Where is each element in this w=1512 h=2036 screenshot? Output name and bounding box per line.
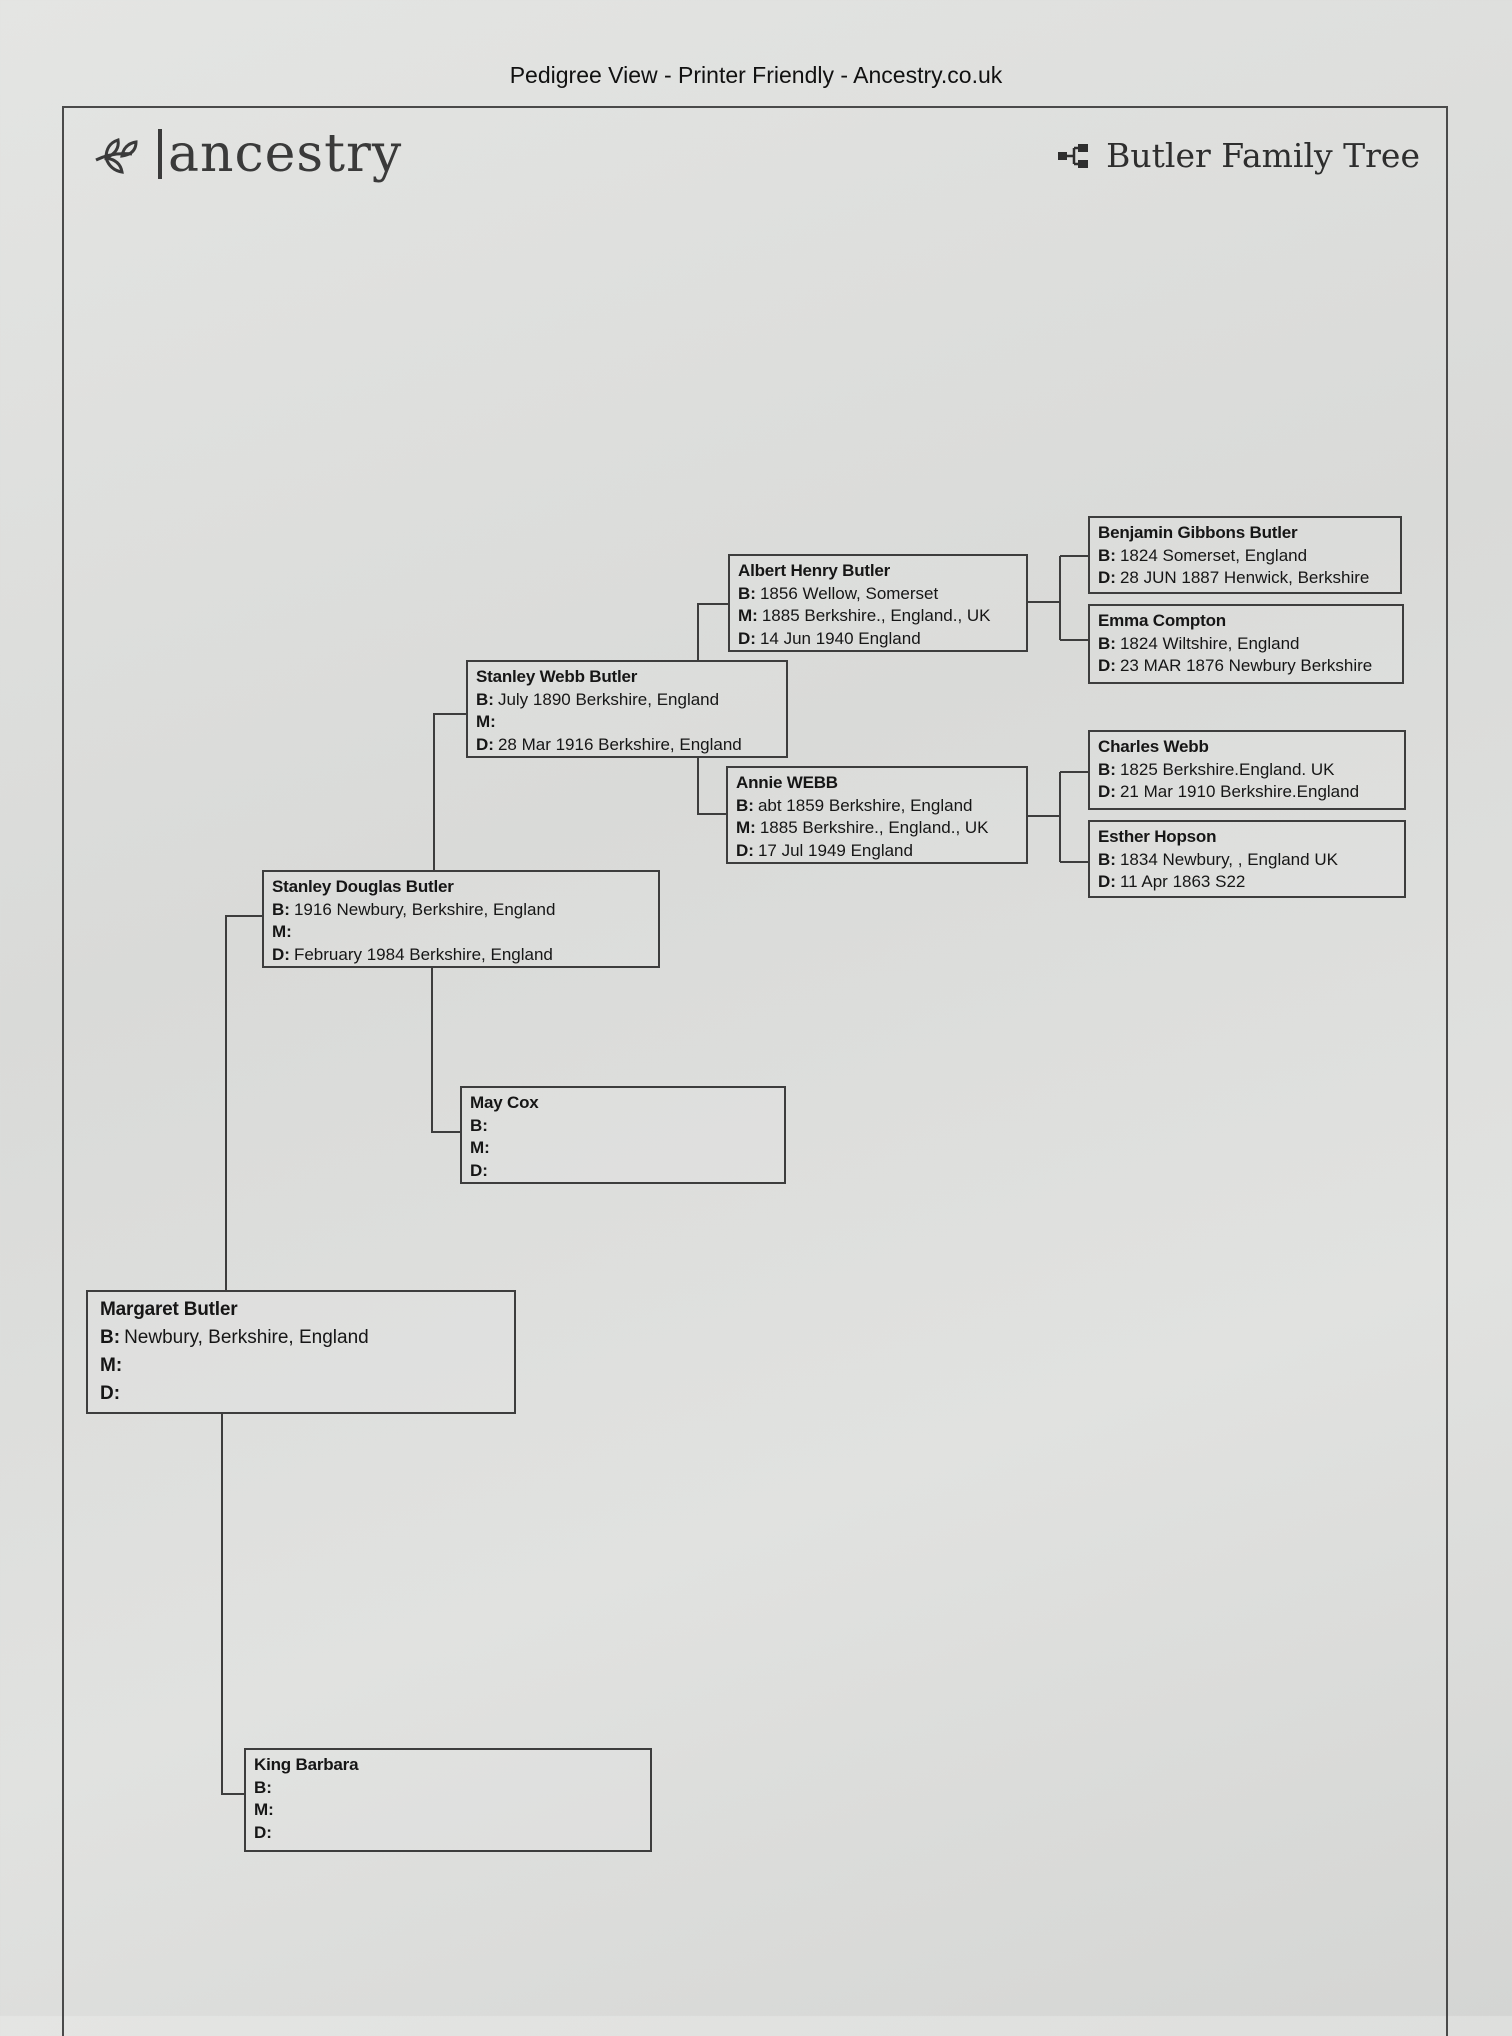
death-label: D: [738, 628, 756, 648]
birth-label: B: [272, 899, 290, 919]
birth-label: B: [476, 689, 494, 709]
birth-label: B: [736, 795, 754, 815]
page-title: Pedigree View - Printer Friendly - Ances… [509, 62, 1003, 88]
ancestry-logo: ancestry [92, 128, 402, 180]
death-label: D: [1098, 656, 1116, 675]
person-name: Annie WEBB [736, 773, 838, 792]
person-card-benjamin-gibbons-butler[interactable]: Benjamin Gibbons Butler B:1824 Somerset,… [1088, 516, 1402, 594]
person-name: King Barbara [254, 1755, 359, 1774]
marriage-label: M: [470, 1138, 490, 1157]
death-value: 28 Mar 1916 Berkshire, England [497, 734, 742, 754]
family-tree-icon [1058, 143, 1089, 168]
person-name: Albert Henry Butler [738, 561, 891, 580]
link-margaret-father [225, 915, 264, 1290]
death-value: 14 Jun 1940 England [759, 628, 921, 648]
person-name: Stanley Douglas Butler [272, 877, 454, 896]
marriage-label: M: [100, 1355, 123, 1376]
death-value: 23 MAR 1876 Newbury Berkshire [1119, 656, 1373, 675]
page-frame [62, 106, 1448, 2036]
person-name: Emma Compton [1098, 611, 1226, 630]
birth-value: 1824 Wiltshire, England [1119, 633, 1300, 653]
birth-label: B: [1098, 633, 1116, 653]
person-card-annie-webb[interactable]: Annie WEBB B:abt 1859 Berkshire, England… [726, 766, 1028, 864]
death-label: D: [736, 840, 754, 860]
birth-label: B: [1098, 545, 1116, 565]
birth-value: 1856 Wellow, Somerset [759, 583, 939, 603]
person-name: Esther Hopson [1098, 827, 1217, 846]
death-value: 17 Jul 1949 England [757, 840, 913, 860]
birth-value: July 1890 Berkshire, England [497, 689, 720, 709]
birth-label: B: [254, 1777, 272, 1797]
person-card-king-barbara[interactable]: King Barbara B: M: D: [244, 1748, 652, 1852]
person-name: May Cox [470, 1093, 539, 1112]
logo-text: ancestry [168, 124, 403, 184]
birth-label: B: [470, 1115, 488, 1135]
person-card-stanley-webb-butler[interactable]: Stanley Webb Butler B:July 1890 Berkshir… [466, 660, 788, 758]
person-card-emma-compton[interactable]: Emma Compton B:1824 Wiltshire, England D… [1088, 604, 1404, 684]
person-name: Stanley Webb Butler [476, 667, 638, 686]
marriage-value: 1885 Berkshire., England., UK [761, 606, 991, 625]
birth-value: 1834 Newbury, , England UK [1119, 849, 1338, 869]
death-label: D: [272, 944, 290, 964]
birth-label: B: [100, 1327, 121, 1348]
death-label: D: [1098, 872, 1116, 891]
birth-value: 1825 Berkshire.England. UK [1119, 759, 1335, 779]
person-card-may-cox[interactable]: May Cox B: M: D: [460, 1086, 786, 1184]
link-albert-parents [1026, 555, 1090, 641]
birth-value: 1916 Newbury, Berkshire, England [293, 899, 556, 919]
marriage-label: M: [272, 922, 292, 941]
person-name: Margaret Butler [100, 1299, 238, 1320]
ancestry-leaf-icon [95, 138, 138, 174]
person-name: Charles Webb [1098, 737, 1209, 756]
link-stanleydouglas-father [433, 713, 468, 872]
death-label: D: [476, 734, 494, 754]
tree-name: Butler Family Tree [1106, 136, 1420, 175]
person-name: Benjamin Gibbons Butler [1098, 523, 1298, 542]
death-value: February 1984 Berkshire, England [293, 944, 553, 964]
marriage-value: 1885 Berkshire., England., UK [759, 818, 989, 837]
birth-value: abt 1859 Berkshire, England [757, 795, 973, 815]
person-card-stanley-douglas-butler[interactable]: Stanley Douglas Butler B:1916 Newbury, B… [262, 870, 660, 968]
death-value: 11 Apr 1863 S22 [1119, 872, 1246, 891]
birth-label: B: [1098, 849, 1116, 869]
marriage-label: M: [736, 818, 756, 837]
person-card-margaret-butler[interactable]: Margaret Butler B:Newbury, Berkshire, En… [86, 1290, 516, 1414]
death-value: 21 Mar 1910 Berkshire.England [1119, 782, 1360, 801]
death-label: D: [1098, 568, 1116, 587]
link-annie-parents [1026, 771, 1090, 863]
link-margaret-mother [221, 1412, 246, 1795]
link-stanleywebb-father [697, 603, 730, 662]
death-label: D: [100, 1383, 121, 1404]
tree-title: Butler Family Tree [1056, 136, 1420, 175]
death-label: D: [470, 1160, 488, 1180]
death-label: D: [254, 1822, 272, 1842]
person-card-charles-webb[interactable]: Charles Webb B:1825 Berkshire.England. U… [1088, 730, 1406, 810]
birth-value: Newbury, Berkshire, England [124, 1327, 369, 1348]
death-value: 28 JUN 1887 Henwick, Berkshire [1119, 568, 1370, 587]
link-stanleydouglas-mother [431, 968, 462, 1133]
person-card-albert-henry-butler[interactable]: Albert Henry Butler B:1856 Wellow, Somer… [728, 554, 1028, 652]
person-card-esther-hopson[interactable]: Esther Hopson B:1834 Newbury, , England … [1088, 820, 1406, 898]
marriage-label: M: [476, 712, 496, 731]
marriage-label: M: [254, 1800, 274, 1819]
logo-divider [158, 129, 162, 179]
death-label: D: [1098, 782, 1116, 801]
link-stanleywebb-mother [697, 756, 728, 815]
marriage-label: M: [738, 606, 758, 625]
birth-value: 1824 Somerset, England [1119, 545, 1308, 565]
birth-label: B: [1098, 759, 1116, 779]
birth-label: B: [738, 583, 756, 603]
